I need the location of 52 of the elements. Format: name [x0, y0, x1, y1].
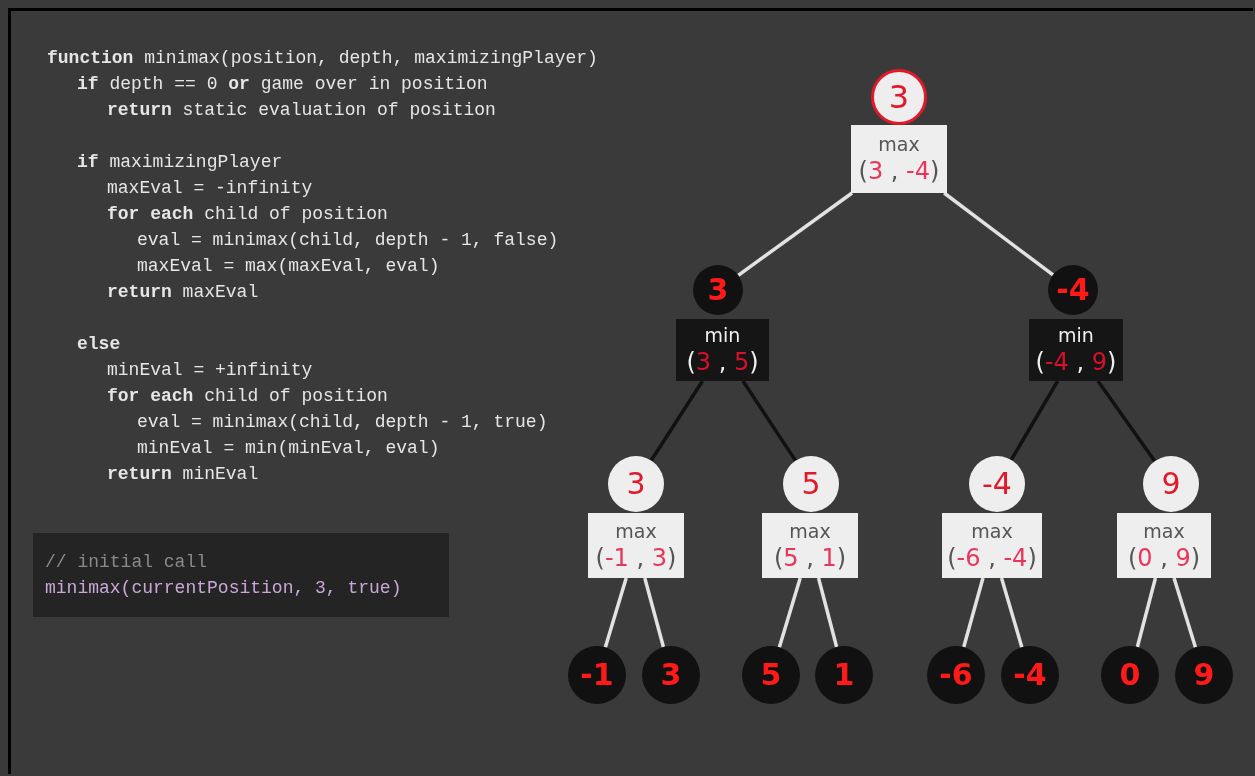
code-line: return maxEval	[107, 281, 259, 304]
operator-text: max	[1143, 518, 1185, 543]
code-line: if maximizingPlayer	[77, 151, 283, 174]
operator-text: max	[971, 518, 1013, 543]
max-box	[1117, 513, 1211, 578]
tree-edge	[1172, 577, 1198, 648]
max-box	[851, 125, 947, 193]
tree-edge	[643, 577, 666, 648]
code-line: minimax(currentPosition, 3, true)	[45, 577, 403, 600]
min-box	[1029, 319, 1123, 381]
tree-edge	[816, 577, 839, 648]
code-line: function minimax(position, depth, maximizingPlayer)	[47, 47, 598, 70]
operator-text: max	[615, 518, 657, 543]
operator-text: max	[789, 518, 831, 543]
pair-text: (-1 , 3)	[595, 542, 677, 573]
tree-edge	[999, 577, 1024, 648]
pair-text: (3 , 5)	[686, 347, 759, 377]
code-line: else	[77, 333, 121, 356]
code-line: maxEval = -infinity	[107, 177, 313, 200]
code-line: return static evaluation of position	[107, 99, 496, 122]
operator-text: min	[704, 323, 741, 347]
tree-edge	[777, 577, 802, 648]
pair-text: (-6 , -4)	[947, 542, 1037, 573]
code-line: eval = minimax(child, depth - 1, true)	[137, 411, 548, 434]
tree-edge	[737, 191, 854, 277]
pair-text: (-4 , 9)	[1035, 347, 1117, 377]
pair-text: (0 , 9)	[1127, 542, 1201, 573]
code-line: for each child of position	[107, 385, 388, 408]
code-line: minEval = min(minEval, eval)	[137, 437, 440, 460]
tree-edge	[603, 577, 628, 648]
min-box	[676, 319, 769, 381]
code-line: eval = minimax(child, depth - 1, false)	[137, 229, 559, 252]
operator-text: min	[1058, 323, 1094, 347]
operator-text: max	[878, 132, 920, 156]
pair-text: (3 , -4)	[858, 156, 940, 186]
pair-text: (5 , 1)	[773, 542, 847, 573]
max-box	[588, 513, 684, 578]
tree-edge	[1096, 380, 1157, 463]
code-line: if depth == 0 or game over in position	[77, 73, 488, 96]
max-box	[942, 513, 1042, 578]
code-line: minEval = +infinity	[107, 359, 313, 382]
max-box	[762, 513, 858, 578]
tree-edge	[649, 380, 704, 462]
tree-edge	[943, 191, 1055, 277]
code-line: for each child of position	[107, 203, 388, 226]
tree-edge	[1009, 380, 1060, 461]
code-comment: // initial call	[45, 551, 209, 574]
tree-edge	[962, 577, 985, 648]
code-line: maxEval = max(maxEval, eval)	[137, 255, 440, 278]
code-line: return minEval	[107, 463, 259, 486]
tree-edge	[741, 380, 798, 462]
tree-edge	[1135, 577, 1158, 648]
